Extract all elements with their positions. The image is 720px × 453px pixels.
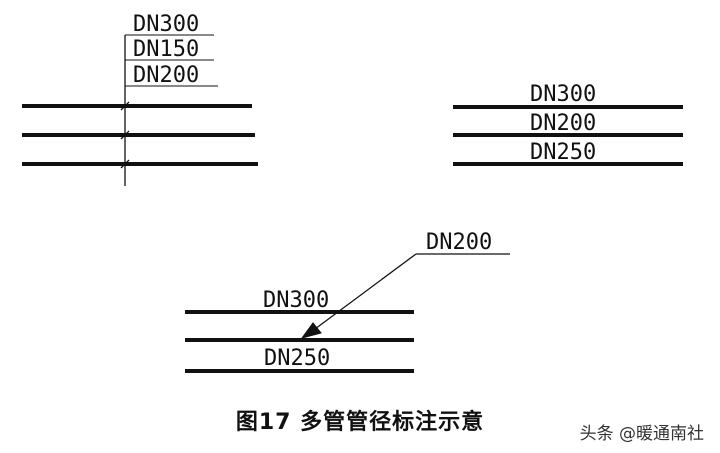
figure-caption: 图17 多管管径标注示意 (235, 410, 485, 435)
bottom-label-dn300: DN300 (263, 288, 329, 313)
left-label-dn150: DN150 (133, 37, 199, 62)
left-label-dn300: DN300 (133, 12, 199, 37)
left-annotation-group (22, 34, 258, 186)
bottom-leader-label-dn200: DN200 (426, 230, 492, 255)
bottom-leader-line (314, 253, 417, 330)
right-label-dn200: DN200 (530, 111, 596, 136)
bottom-leader-arrowhead (300, 322, 322, 339)
left-label-dn200: DN200 (133, 63, 199, 88)
left-tick-2 (120, 130, 130, 140)
source-watermark: 头条 @暖通南社 (579, 424, 704, 444)
right-label-dn250: DN250 (530, 140, 596, 165)
right-label-dn300: DN300 (530, 82, 596, 107)
right-annotation-group (453, 105, 683, 166)
left-tick-1 (120, 101, 130, 111)
bottom-label-dn250: DN250 (264, 346, 330, 371)
bottom-annotation-group (185, 253, 510, 373)
left-tick-3 (120, 159, 130, 169)
